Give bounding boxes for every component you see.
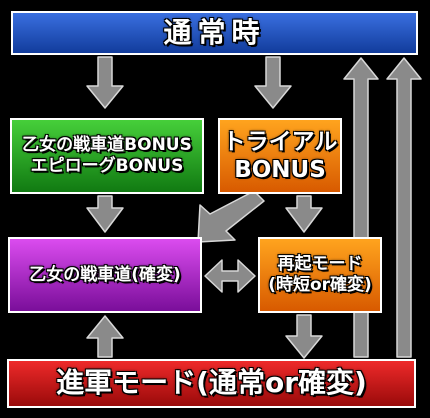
bonus-label-line1: 乙女の戦車道BONUS: [22, 135, 192, 156]
tank-road-label: 乙女の戦車道(確変): [29, 264, 181, 285]
advance-mode-box: 進軍モード(通常or確変): [7, 359, 416, 408]
arrow-trial-to-revival: [285, 195, 323, 233]
arrow-normal-to-bonus: [86, 56, 124, 109]
trial-bonus-box: トライアル BONUS: [218, 118, 342, 194]
advance-mode-label: 進軍モード(通常or確変): [56, 366, 367, 400]
arrow-side-right-to-normal: [386, 57, 422, 358]
trial-label-line2: BONUS: [234, 157, 326, 183]
revival-mode-box: 再起モード (時短or確変): [258, 237, 382, 313]
normal-state-label: 通常時: [163, 15, 266, 49]
normal-state-box: 通常時: [11, 11, 418, 55]
bonus-label-line2: エピローグBONUS: [30, 156, 184, 176]
arrow-tank-revival: [204, 259, 256, 293]
tank-road-box: 乙女の戦車道(確変): [8, 237, 202, 313]
arrow-normal-to-trial: [254, 56, 292, 109]
arrow-trial-to-tank: [197, 190, 265, 243]
arrow-revival-to-advance: [285, 314, 323, 359]
revival-label-line1: 再起モード: [277, 254, 363, 275]
arrow-bonus-to-tank: [86, 195, 124, 233]
revival-label-line2: (時短or確変): [268, 275, 372, 295]
arrow-advance-to-tank: [86, 315, 124, 358]
trial-label-line1: トライアル: [222, 128, 338, 155]
bonus-box: 乙女の戦車道BONUS エピローグBONUS: [10, 118, 204, 194]
